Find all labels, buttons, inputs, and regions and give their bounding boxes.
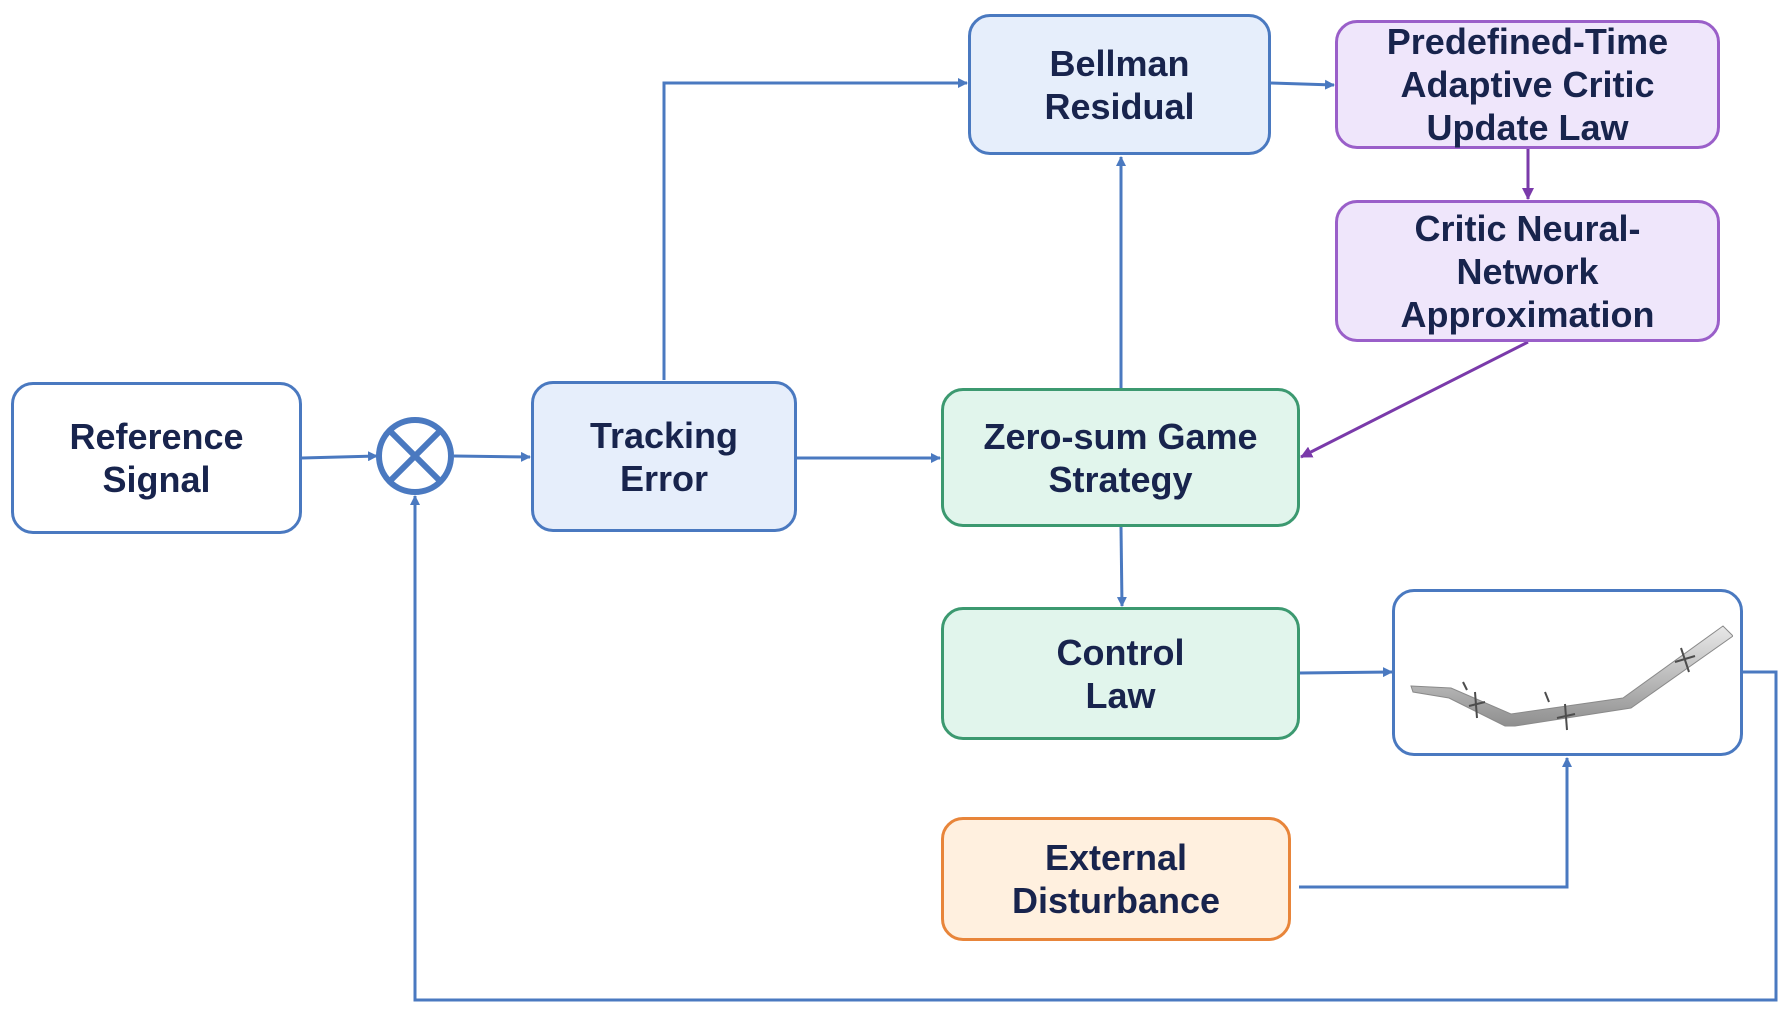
- update-law-label: Predefined-Time Adaptive Critic Update L…: [1386, 21, 1669, 148]
- edge-bellman-to-update: [1270, 79, 1335, 90]
- critic-network-block: Critic Neural- Network Approximation: [1335, 200, 1720, 342]
- edge-sum-to-tracking: [453, 451, 531, 462]
- control-law-block: Control Law: [941, 607, 1300, 740]
- zero-sum-game-block: Zero-sum Game Strategy: [941, 388, 1300, 527]
- bellman-residual-block: Bellman Residual: [968, 14, 1271, 155]
- reference-signal-label: Reference Signal: [69, 416, 244, 500]
- plant-block: [1392, 589, 1743, 756]
- external-disturbance-block: External Disturbance: [941, 817, 1291, 941]
- edge-feedback-to-sum: [410, 495, 1778, 1002]
- tracking-error-block: Tracking Error: [531, 381, 797, 532]
- edge-tracking-to-bellman: [662, 78, 968, 380]
- summing-junction-icon: [376, 417, 454, 495]
- edge-game-to-control: [1116, 526, 1127, 607]
- edge-reference-to-sum: [301, 451, 378, 462]
- edge-control-to-plant: [1299, 667, 1393, 678]
- control-law-label: Control Law: [1056, 631, 1185, 716]
- aircraft-icon: [1409, 624, 1733, 730]
- edge-critic-to-game: [1300, 340, 1529, 459]
- bellman-residual-label: Bellman Residual: [1044, 42, 1195, 127]
- update-law-block: Predefined-Time Adaptive Critic Update L…: [1335, 20, 1720, 149]
- external-disturbance-label: External Disturbance: [1011, 837, 1221, 921]
- critic-network-label: Critic Neural- Network Approximation: [1400, 207, 1655, 335]
- reference-signal-block: Reference Signal: [11, 382, 302, 534]
- edge-disturbance-to-plant: [1299, 757, 1572, 889]
- zero-sum-game-label: Zero-sum Game Strategy: [983, 415, 1258, 500]
- tracking-error-label: Tracking Error: [589, 414, 739, 499]
